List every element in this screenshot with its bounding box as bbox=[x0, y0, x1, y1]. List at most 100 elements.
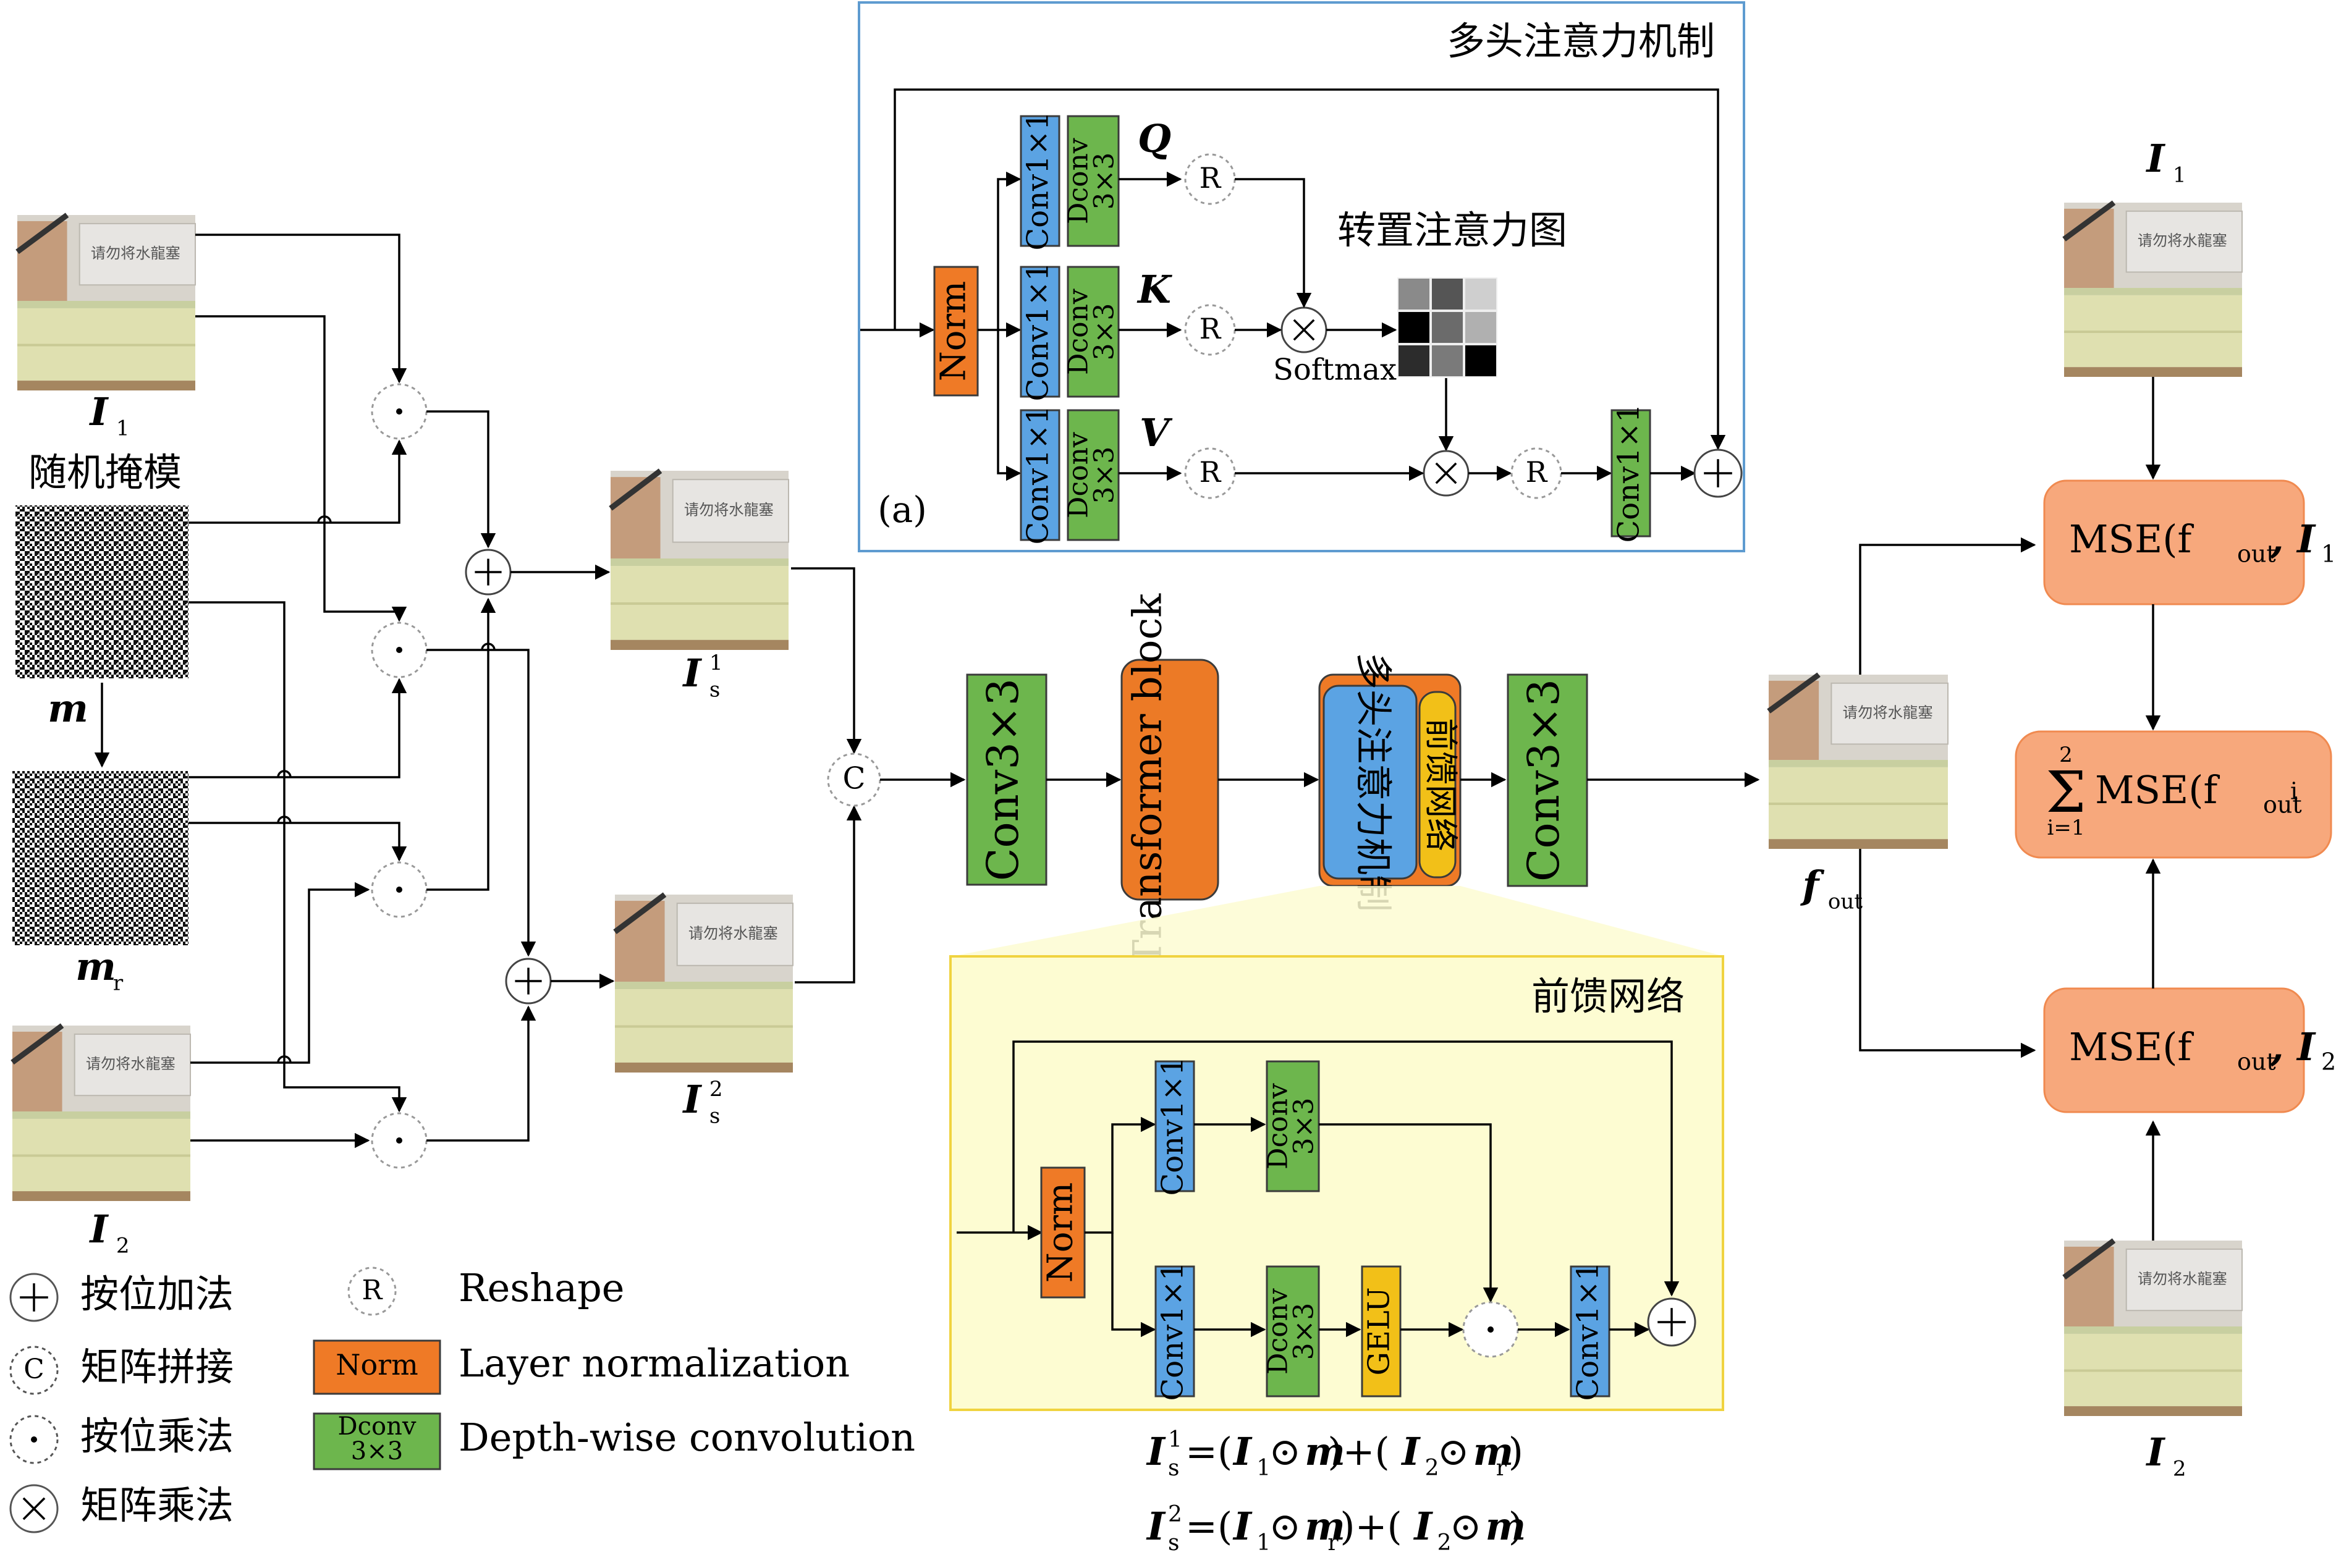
ffn-gelu bbox=[1361, 1265, 1402, 1397]
f1-part-1: =( bbox=[1185, 1429, 1232, 1474]
mask-mr-image bbox=[12, 771, 188, 945]
ffn-dconv-bottom-label2: 3×3 bbox=[1289, 1303, 1320, 1360]
input-i1-image-sign: 请勿将水龍塞 bbox=[91, 245, 180, 262]
sum-out-sub: out bbox=[2263, 791, 2302, 819]
ffn-title: 前馈网络 bbox=[1531, 974, 1685, 1019]
wire-is2-to-concat bbox=[795, 805, 862, 984]
f1-part-5: m bbox=[1305, 1429, 1345, 1474]
legend-reshape-symbol bbox=[347, 1267, 397, 1316]
f1-lhs: I bbox=[1146, 1429, 1166, 1474]
attn-residual-wire bbox=[894, 88, 1726, 450]
f1-part-3: 1 bbox=[1256, 1456, 1271, 1481]
input-i1-label-sub: 1 bbox=[116, 416, 130, 441]
op-elementwise-mul-4-dot bbox=[396, 1137, 402, 1144]
attn-reshape-3-label: R bbox=[1200, 455, 1222, 489]
mask-title: 随机掩模 bbox=[28, 450, 182, 495]
attn-map-cell-3 bbox=[1464, 277, 1497, 311]
attn-map-cell-6 bbox=[1464, 311, 1497, 344]
right-i1-label: I bbox=[2145, 136, 2165, 181]
attn-reshape-2-label: R bbox=[1200, 312, 1222, 345]
ffn-out-conv1x1-label: Conv1×1 bbox=[1571, 1262, 1606, 1401]
ffn-dconv-top-label2: 3×3 bbox=[1289, 1098, 1320, 1155]
is1-image-img bbox=[611, 471, 789, 650]
sum-bottom: i=1 bbox=[2047, 816, 2085, 840]
ffn-short-box bbox=[1418, 691, 1457, 879]
conv3x3-block-1-label: Conv3×3 bbox=[978, 678, 1028, 881]
legend-reshape-symbol-label: R bbox=[362, 1275, 383, 1306]
conv3x3-block-2-label: Conv3×3 bbox=[1518, 679, 1569, 882]
attn-dconv-3 bbox=[1067, 409, 1120, 541]
attn-dconv-2-label1: Dconv bbox=[1062, 289, 1094, 375]
f1-part-6: )+( bbox=[1327, 1429, 1389, 1474]
f2-part-7: )+( bbox=[1340, 1504, 1402, 1549]
input-i1-label: I bbox=[88, 389, 109, 434]
legend-symbol-2 bbox=[9, 1346, 59, 1395]
f2-part-9: 2 bbox=[1437, 1530, 1452, 1556]
f1-part-8: 2 bbox=[1425, 1456, 1439, 1481]
fout-image: 请勿将水龍塞 bbox=[1769, 675, 1948, 849]
f1-part-7: I bbox=[1400, 1429, 1421, 1474]
op-concat-label: C bbox=[843, 762, 866, 796]
attn-q-to-mul bbox=[1235, 178, 1312, 308]
ffn-conv1x1-top bbox=[1154, 1060, 1195, 1192]
ffn-conv1x1-bottom bbox=[1154, 1265, 1195, 1397]
legend-dconv-l1: Dconv bbox=[338, 1412, 417, 1441]
f2-lhs-sub: s bbox=[1168, 1530, 1179, 1556]
legend-text-3: 按位乘法 bbox=[80, 1414, 234, 1459]
is2-label-sup: 2 bbox=[709, 1077, 723, 1102]
wire-i2-to-mul3 bbox=[190, 882, 370, 1064]
ffn-mul-dot bbox=[1488, 1326, 1494, 1333]
f2-part-10: ⊙ bbox=[1450, 1504, 1482, 1549]
attn-reshape-4-label: R bbox=[1526, 455, 1548, 489]
mask-m-image bbox=[15, 505, 188, 678]
mse-box-1-out-sub: out bbox=[2237, 541, 2276, 568]
fout-label: f bbox=[1800, 862, 1825, 908]
legend-symbol-2-label: C bbox=[23, 1354, 44, 1385]
attn-letter-3: V bbox=[1140, 410, 1173, 455]
attn-conv1x1-3 bbox=[1020, 409, 1060, 541]
attention-title: 多头注意力机制 bbox=[1447, 19, 1715, 64]
mask-mr-label-sub: r bbox=[113, 971, 124, 996]
hop-4 bbox=[277, 1055, 292, 1063]
f2-part-12: ) bbox=[1509, 1504, 1523, 1549]
legend-symbol-4-b bbox=[22, 1497, 46, 1520]
transformer-label: Transformer block bbox=[1125, 593, 1171, 966]
attn-dconv-3-label2: 3×3 bbox=[1089, 447, 1120, 504]
mse-box-1-i-sub: 1 bbox=[2321, 541, 2336, 568]
wire-i1-to-mul2 bbox=[195, 315, 407, 622]
conv3x3-block-1 bbox=[966, 673, 1047, 886]
wire-m-to-mul4 bbox=[188, 601, 407, 1113]
ffn-conv1x1-top-label: Conv1×1 bbox=[1156, 1057, 1190, 1196]
mse-box-1-tail: , I bbox=[2270, 516, 2316, 562]
attn-reshape-1-label: R bbox=[1200, 161, 1222, 195]
is1-image-sign: 请勿将水龍塞 bbox=[684, 500, 774, 518]
f1-part-2: I bbox=[1232, 1429, 1253, 1474]
attn-map-cell-8 bbox=[1431, 344, 1464, 377]
is1-label-sup: 1 bbox=[709, 651, 723, 675]
attn-map-cell-2 bbox=[1431, 277, 1464, 311]
attn-matmul-2-b bbox=[1435, 462, 1457, 484]
attn-conv1x1-2 bbox=[1020, 266, 1060, 398]
legend-dconv-symbol bbox=[313, 1412, 441, 1470]
hop-5 bbox=[481, 643, 496, 651]
legend-dconv-l2: 3×3 bbox=[351, 1437, 403, 1465]
f2-part-4: ⊙ bbox=[1269, 1504, 1301, 1549]
f2-part-1: =( bbox=[1185, 1504, 1232, 1549]
ffn-conv1x1-bottom-label: Conv1×1 bbox=[1156, 1262, 1190, 1401]
is1-label: I bbox=[682, 651, 702, 696]
attn-letter-1: Q bbox=[1138, 116, 1171, 161]
attention-tag: (a) bbox=[878, 489, 927, 531]
is2-image: 请勿将水龍塞 bbox=[615, 895, 793, 1073]
is2-label-sub: s bbox=[709, 1104, 721, 1129]
sum-top: 2 bbox=[2059, 743, 2073, 767]
ffn-norm-label: Norm bbox=[1041, 1182, 1081, 1283]
ffn-gelu-label: GELU bbox=[1362, 1287, 1397, 1375]
legend-norm-text: Layer normalization bbox=[459, 1341, 850, 1386]
attn-norm-label: Norm bbox=[934, 281, 974, 382]
attn-dconv-3-label1: Dconv bbox=[1062, 432, 1094, 518]
ffn-dconv-top-label1: Dconv bbox=[1262, 1083, 1293, 1170]
attention-box bbox=[858, 1, 1745, 552]
f1-lhs-sub: s bbox=[1168, 1456, 1179, 1481]
conv3x3-block-2 bbox=[1507, 673, 1588, 887]
f2-part-5: m bbox=[1305, 1504, 1345, 1549]
